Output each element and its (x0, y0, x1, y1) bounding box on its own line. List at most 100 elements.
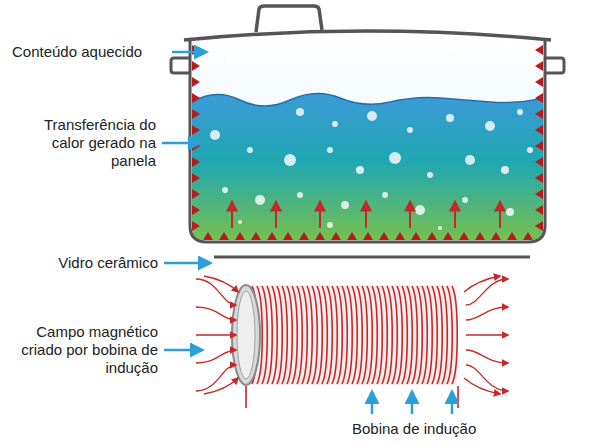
coil-winding (267, 286, 272, 384)
pot-contents (190, 36, 546, 246)
coil-winding (382, 286, 387, 384)
bubble (263, 53, 267, 57)
bubble (438, 226, 442, 230)
coil-winding (292, 286, 297, 384)
coil-winding (437, 286, 442, 384)
heat-triangle (235, 232, 245, 240)
field-line (464, 276, 500, 292)
heat-triangle (192, 157, 200, 167)
coil-winding (317, 286, 322, 384)
coil-winding (417, 286, 422, 384)
coil-winding (402, 286, 407, 384)
heat-triangle (192, 205, 200, 215)
coil-winding (287, 286, 292, 384)
coil-winding (352, 286, 357, 384)
heat-triangle (283, 232, 293, 240)
heat-triangle (507, 232, 517, 240)
field-line (196, 334, 236, 335)
heat-triangle (535, 221, 543, 231)
bubble (527, 147, 533, 153)
field-line (464, 378, 500, 394)
bubble (501, 166, 509, 174)
heat-arrow (365, 202, 367, 228)
bubble (506, 208, 514, 216)
bubble (453, 48, 457, 52)
bubble (296, 108, 304, 116)
heat-triangle (459, 232, 469, 240)
heat-triangle (427, 232, 437, 240)
heat-triangle (395, 232, 405, 240)
coil-winding (397, 286, 402, 384)
leader-arrows (162, 52, 210, 350)
callout-label: Vidro cerâmico (40, 254, 158, 272)
heat-triangle (192, 93, 200, 103)
bubble (517, 109, 523, 115)
magnetic-field-lines (196, 276, 508, 394)
heat-arrow (499, 202, 501, 228)
heat-arrow (454, 202, 456, 228)
field-line (466, 307, 508, 320)
heat-arrow (275, 202, 277, 228)
heat-triangle (491, 232, 501, 240)
field-line (196, 350, 236, 363)
heat-triangle (535, 77, 543, 87)
field-line (466, 279, 508, 305)
heat-triangle (535, 45, 543, 55)
coil-winding (307, 286, 312, 384)
bubble (327, 147, 333, 153)
coil-winding (362, 286, 367, 384)
heat-triangle (535, 109, 543, 119)
heat-triangle (267, 232, 277, 240)
bubbles (210, 48, 533, 230)
bubble (427, 172, 433, 178)
coil-winding (427, 286, 432, 384)
heat-triangle (299, 232, 309, 240)
coil-winding (392, 286, 397, 384)
coil-winding (387, 286, 392, 384)
bubble (284, 154, 296, 166)
coil-winding (337, 286, 342, 384)
heat-arrow (319, 202, 321, 228)
bubble (222, 187, 228, 193)
heat-triangles (192, 45, 543, 240)
coil-winding (377, 286, 382, 384)
heat-triangle (219, 232, 229, 240)
field-line (196, 279, 236, 305)
coil-winding (297, 286, 302, 384)
field-line (204, 378, 238, 394)
coil-winding (422, 286, 427, 384)
heat-triangle (363, 232, 373, 240)
heat-arrows (232, 202, 500, 228)
heat-triangle (331, 232, 341, 240)
bubble (485, 121, 495, 131)
coil-winding (412, 286, 417, 384)
bubble (446, 114, 454, 122)
bubble (462, 197, 468, 203)
coil-winding (407, 286, 412, 384)
heat-triangle (535, 189, 543, 199)
heat-triangle (535, 173, 543, 183)
coil-winding (262, 286, 267, 384)
heat-triangle (535, 157, 543, 167)
field-line (196, 365, 236, 391)
coil-winding (367, 286, 372, 384)
heat-triangle (192, 77, 200, 87)
bubble (297, 192, 303, 198)
heat-triangle (192, 61, 200, 71)
heat-triangle (251, 232, 261, 240)
field-line (204, 276, 238, 292)
coil-winding (357, 286, 362, 384)
bubble (332, 121, 338, 127)
field-line (466, 350, 508, 363)
heat-triangle (203, 232, 213, 240)
heat-triangle (315, 232, 325, 240)
coil-winding (302, 286, 307, 384)
heat-triangle (523, 232, 533, 240)
bubble (238, 220, 242, 224)
heat-triangle (347, 232, 357, 240)
ceramic-glass (214, 256, 530, 259)
water (190, 93, 545, 245)
heat-triangle (192, 125, 200, 135)
coil-winding (442, 286, 447, 384)
heat-triangle (192, 221, 200, 231)
